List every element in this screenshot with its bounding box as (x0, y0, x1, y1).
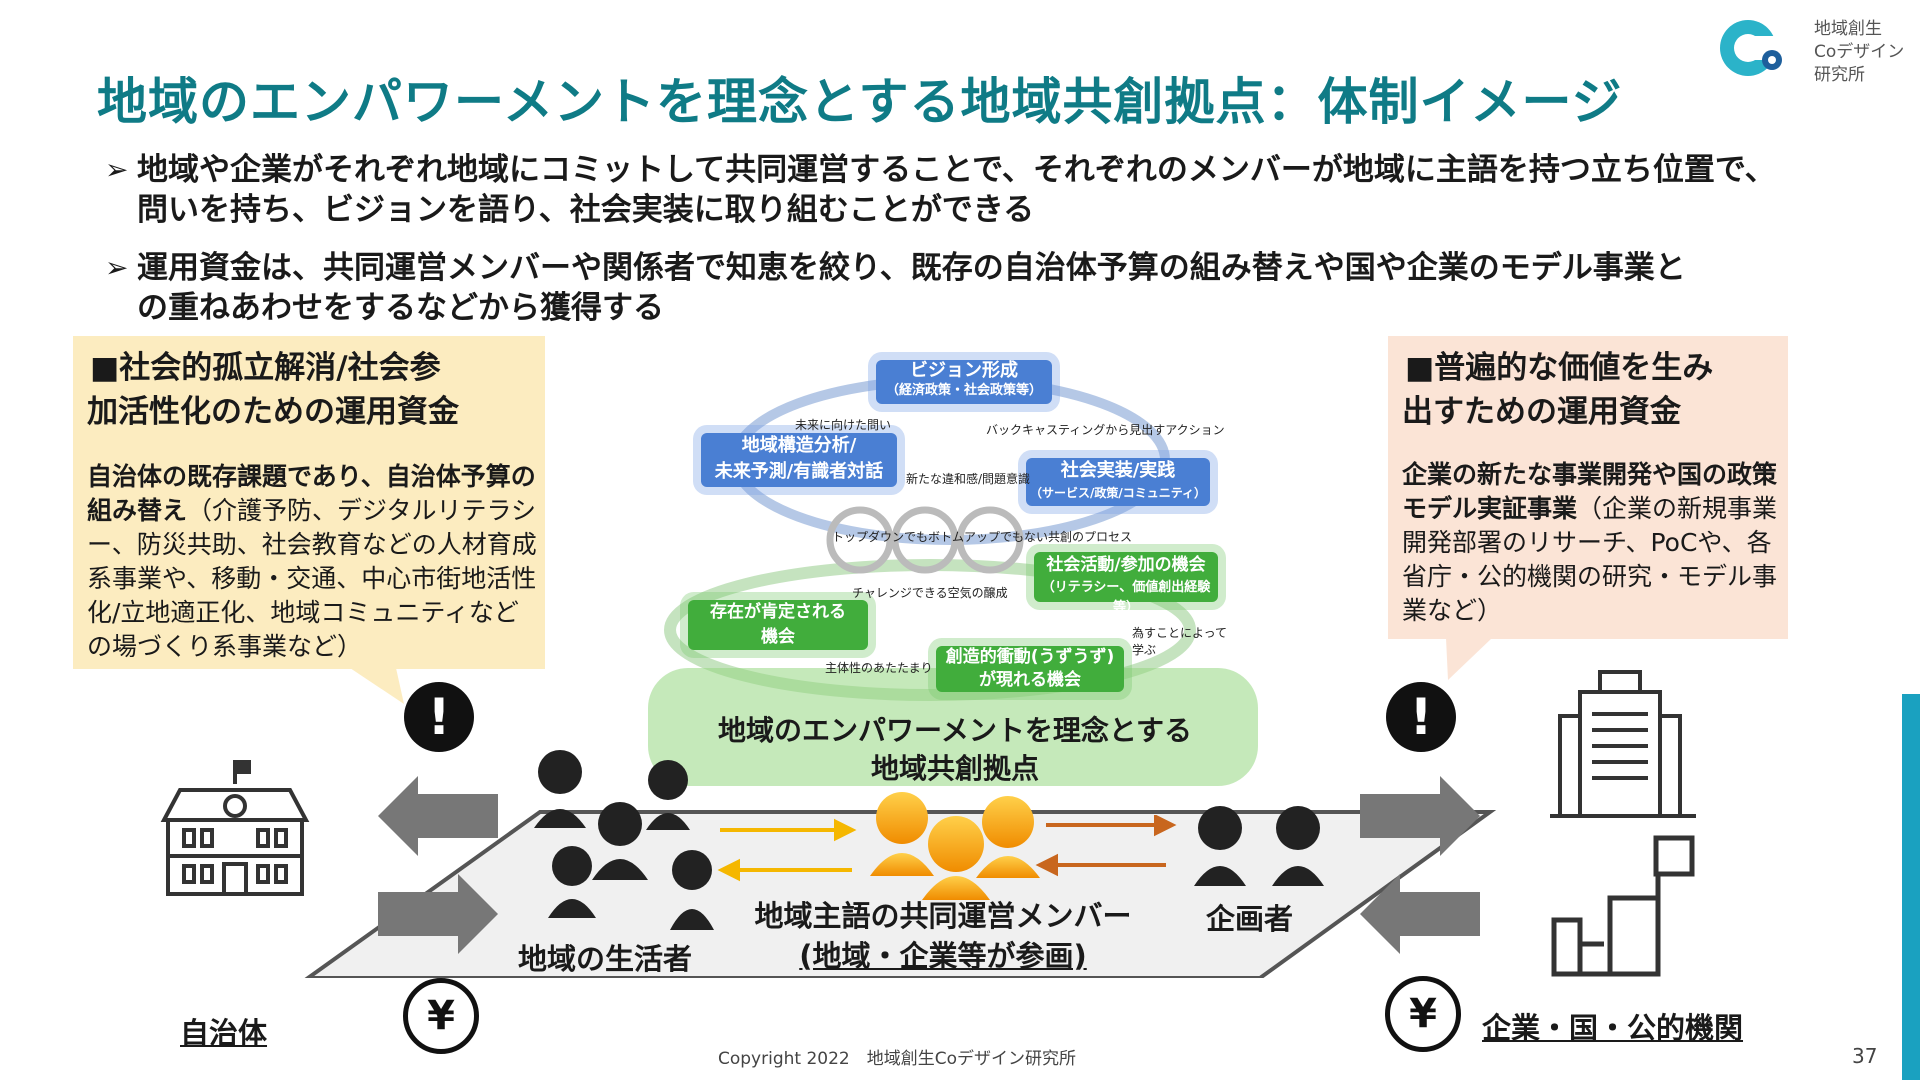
exchange-arrows (717, 815, 1177, 882)
affirmed-line2: 機会 (761, 627, 795, 647)
right-panel-heading-1: ■普遍的な価値を生み (1405, 350, 1714, 386)
municipality-building-icon (160, 760, 310, 896)
hub-title-line2: 地域共創拠点 (870, 752, 1039, 785)
affirmed-line1: 存在が肯定される (710, 602, 846, 622)
right-panel-pointer (1446, 638, 1492, 680)
implementation-box: 社会実装/実践 （サービス/政策/コミュニティ） (1026, 458, 1210, 506)
creative-line2: が現れる機会 (979, 670, 1081, 690)
municipality-label: 自治体 (180, 1016, 268, 1050)
vision-line1: ビジョン形成 (910, 360, 1018, 381)
planners-icon (1194, 806, 1324, 886)
label-challenge: チャレンジできる空気の醸成 (852, 586, 1008, 600)
label-backcasting: バックキャスティングから見出すアクション (986, 423, 1225, 437)
gear-circle-3 (956, 506, 1024, 574)
logo-text-2: Coデザイン (1814, 42, 1905, 62)
vision-line2: （経済政策・社会政策等） (885, 383, 1042, 398)
label-initiative: 主体性のあたたまり (825, 661, 933, 675)
gear-circle-2 (891, 506, 959, 574)
alert-icon: ! (404, 682, 474, 752)
residents-icon (534, 750, 714, 930)
members-label-line2: (地域・企業等が参画) (799, 939, 1087, 973)
analysis-line2: 未来予測/有識者対話 (714, 461, 884, 482)
yen-icon: ¥ (1385, 976, 1461, 1052)
arrow-left-orange (1035, 853, 1166, 877)
gear-circle-1 (826, 506, 894, 574)
label-new-discomfort: 新たな違和感/問題意識 (906, 472, 1031, 486)
members-label: 地域主語の共同運営メンバー (地域・企業等が参画) (748, 896, 1138, 976)
arrow-right-out (1360, 776, 1480, 856)
residents-label: 地域の生活者 (518, 942, 693, 976)
planners-label: 企画者 (1206, 902, 1294, 936)
arrow-right-orange (1046, 815, 1177, 837)
label-learn-by-doing: 為すことによって学ぶ (1132, 626, 1228, 657)
right-funding-panel: ■普遍的な価値を生み 出すための運用資金 企業の新たな事業開発や国の政策モデル実… (1388, 336, 1788, 639)
right-panel-body-bold: 企業の新たな事業開発や国の政策モデル実証事業 (1402, 460, 1778, 523)
creative-box: 創造的衝動(うずうず) が現れる機会 (936, 646, 1124, 692)
left-panel-heading-2: 加活性化のための運用資金 (87, 394, 459, 430)
creative-line1: 創造的衝動(うずうず) (945, 647, 1115, 667)
logo-text-1: 地域創生 (1814, 19, 1882, 39)
copyright: Copyright 2022 地域創生Coデザイン研究所 (718, 1049, 1077, 1069)
yen-icon: ¥ (403, 978, 479, 1054)
hub-title-line1: 地域のエンパワーメントを理念とする (717, 714, 1193, 747)
bullet-2-line1: 運用資金は、共同運営メンバーや関係者で知恵を絞り、既存の自治体予算の組み替えや国… (137, 250, 1686, 286)
implementation-line2: （サービス/政策/コミュニティ） (1029, 486, 1207, 500)
arrow-right-in (378, 874, 498, 954)
social-line1: 社会活動/参加の機会 (1046, 555, 1206, 575)
affirmed-box: 存在が肯定される 機会 (688, 600, 868, 650)
bullet-1-line2: 問いを持ち、ビジョンを語り、社会実装に取り組むことができる (137, 192, 1035, 228)
company-government-label: 企業・国・公的機関 (1482, 1011, 1744, 1045)
members-label-line1: 地域主語の共同運営メンバー (754, 899, 1132, 933)
page-title: 地域のエンパワーメントを理念とする地域共創拠点：体制イメージ (97, 73, 1623, 131)
right-panel-heading-2: 出すための運用資金 (1402, 394, 1681, 430)
bullet-2: ➢ 運用資金は、共同運営メンバーや関係者で知恵を絞り、既存の自治体予算の組み替え… (105, 248, 1815, 328)
left-panel-body-bold: 自治体の既存課題であり、自治体予算の組み替え (87, 462, 536, 525)
bullet-1-line1: 地域や企業がそれぞれ地域にコミットして共同運営することで、それぞれのメンバーが地… (137, 152, 1776, 188)
left-panel-body-text: （介護予防、デジタルリテラシー、防災共助、社会教育などの人材育成系事業や、移動・… (87, 496, 537, 661)
left-funding-panel: ■社会的孤立解消/社会参 加活性化のための運用資金 自治体の既存課題であり、自治… (73, 336, 545, 669)
right-panel-body: 企業の新たな事業開発や国の政策モデル実証事業（企業の新規事業開発部署のリサーチ、… (1402, 458, 1782, 628)
bullet-marker: ➢ (105, 251, 129, 284)
vision-box: ビジョン形成 （経済政策・社会政策等） (876, 360, 1052, 404)
label-future-question: 未来に向けた問い (795, 418, 892, 432)
analysis-box: 地域構造分析/ 未来予測/有識者対話 (701, 433, 897, 487)
left-panel-body: 自治体の既存課題であり、自治体予算の組み替え（介護予防、デジタルリテラシー、防災… (87, 460, 537, 664)
bullet-2-line2: の重ねあわせをするなどから獲得する (137, 290, 664, 326)
government-building-icon (1551, 835, 1695, 977)
left-arrows (378, 776, 498, 954)
social-line2: （リテラシー、価値創出経験等） (1041, 580, 1211, 615)
company-building-icon (1550, 670, 1696, 818)
logo-icon (1720, 20, 1782, 76)
bullet-1: ➢ 地域や企業がそれぞれ地域にコミットして共同運営することで、それぞれのメンバー… (105, 150, 1815, 230)
accent-bar (1902, 694, 1920, 1080)
arrow-left-out (378, 776, 498, 856)
page-number: 37 (1852, 1044, 1878, 1068)
social-activity-box: 社会活動/参加の機会 （リテラシー、価値創出経験等） (1034, 552, 1218, 615)
arrow-left-yellow (717, 858, 852, 882)
label-process: トップダウンでもボトムアップでもない共創のプロセス (832, 530, 1133, 544)
bullet-marker: ➢ (105, 153, 129, 186)
right-panel-body-text: （企業の新規事業開発部署のリサーチ、PoCや、各省庁・公的機関の研究・モデル事業… (1402, 494, 1778, 625)
left-panel-heading-1: ■社会的孤立解消/社会参 (90, 350, 441, 386)
arrow-right-yellow (720, 818, 857, 842)
hub-title: 地域のエンパワーメントを理念とする 地域共創拠点 (700, 712, 1210, 788)
logo: 地域創生 Coデザイン 研究所 (1712, 8, 1912, 88)
members-icon (870, 792, 1040, 900)
implementation-line1: 社会実装/実践 (1060, 460, 1176, 481)
left-panel-pointer (350, 668, 404, 704)
alert-icon: ! (1386, 682, 1456, 752)
analysis-line1: 地域構造分析/ (741, 435, 857, 456)
arrow-left-in (1360, 874, 1480, 954)
logo-text-3: 研究所 (1814, 65, 1865, 85)
right-arrows (1360, 776, 1480, 954)
